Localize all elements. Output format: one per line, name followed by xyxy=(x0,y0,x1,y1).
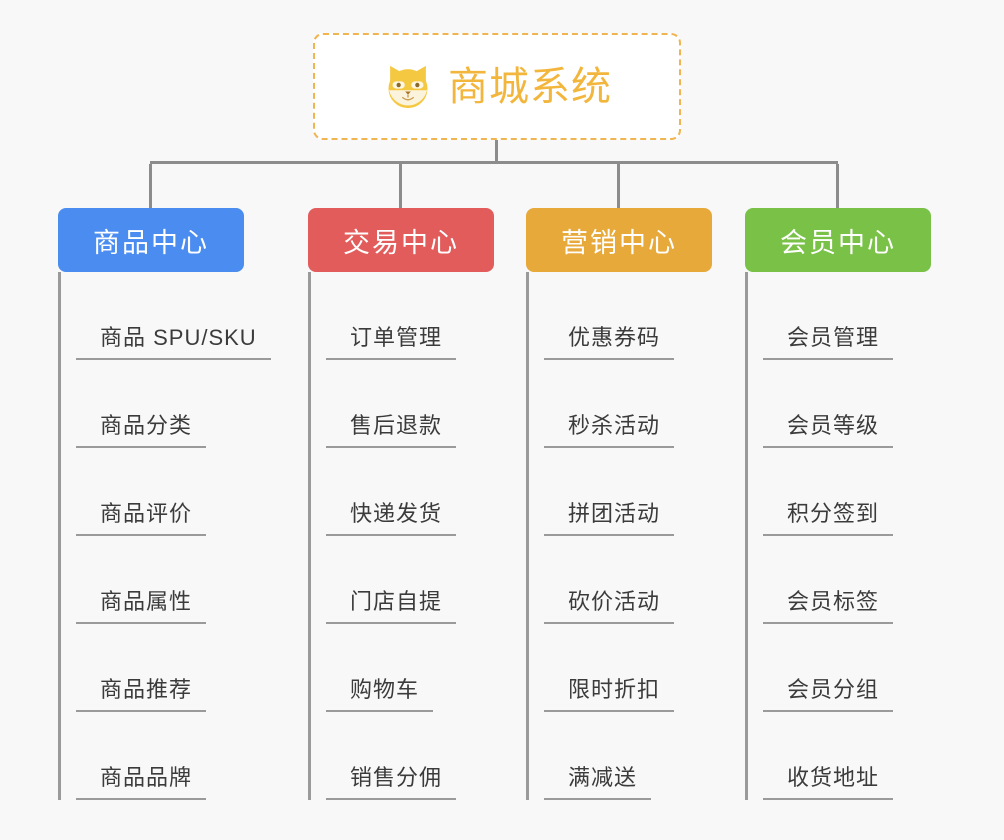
leaf-label: 快递发货 xyxy=(326,501,457,536)
list-item[interactable]: 会员等级 xyxy=(763,360,931,448)
list-item[interactable]: 售后退款 xyxy=(326,360,494,448)
branch-member-center: 会员中心 会员管理 会员等级 积分签到 会员标签 会员分组 收货地址 xyxy=(745,208,931,800)
leaf-label: 销售分佣 xyxy=(326,765,457,800)
leaf-label: 售后退款 xyxy=(326,413,457,448)
leaf-label: 砍价活动 xyxy=(544,589,675,624)
category-label: 会员中心 xyxy=(780,227,896,258)
leaf-label: 会员等级 xyxy=(763,413,894,448)
branch-trade-center: 交易中心 订单管理 售后退款 快递发货 门店自提 购物车 销售分佣 xyxy=(308,208,494,800)
category-header-trade-center[interactable]: 交易中心 xyxy=(308,208,494,272)
leaf-label: 商品推荐 xyxy=(76,677,207,712)
leaf-label: 满减送 xyxy=(544,765,652,800)
leaf-label: 会员标签 xyxy=(763,589,894,624)
leaf-label: 商品分类 xyxy=(76,413,207,448)
list-item[interactable]: 商品推荐 xyxy=(76,624,244,712)
list-item[interactable]: 会员管理 xyxy=(763,272,931,360)
category-label: 营销中心 xyxy=(561,227,677,258)
list-item[interactable]: 商品品牌 xyxy=(76,712,244,800)
category-label: 交易中心 xyxy=(343,227,459,258)
connector-stem-member-center xyxy=(836,164,839,210)
list-item[interactable]: 砍价活动 xyxy=(544,536,712,624)
connector-horizontal-bus xyxy=(150,161,838,164)
connector-stem-product-center xyxy=(149,164,152,210)
leaf-label: 收货地址 xyxy=(763,765,894,800)
leaf-label: 商品品牌 xyxy=(76,765,207,800)
leaf-list-member-center: 会员管理 会员等级 积分签到 会员标签 会员分组 收货地址 xyxy=(745,272,931,800)
list-item[interactable]: 快递发货 xyxy=(326,448,494,536)
list-item[interactable]: 购物车 xyxy=(326,624,494,712)
list-item[interactable]: 秒杀活动 xyxy=(544,360,712,448)
branch-product-center: 商品中心 商品 SPU/SKU 商品分类 商品评价 商品属性 商品推荐 商品品牌 xyxy=(58,208,271,800)
category-header-marketing-center[interactable]: 营销中心 xyxy=(526,208,712,272)
list-item[interactable]: 销售分佣 xyxy=(326,712,494,800)
list-item[interactable]: 积分签到 xyxy=(763,448,931,536)
leaf-label: 购物车 xyxy=(326,677,434,712)
category-header-product-center[interactable]: 商品中心 xyxy=(58,208,244,272)
list-item[interactable]: 限时折扣 xyxy=(544,624,712,712)
leaf-list-product-center: 商品 SPU/SKU 商品分类 商品评价 商品属性 商品推荐 商品品牌 xyxy=(58,272,271,800)
leaf-label: 会员管理 xyxy=(763,325,894,360)
category-header-member-center[interactable]: 会员中心 xyxy=(745,208,931,272)
leaf-label: 商品属性 xyxy=(76,589,207,624)
connector-stem-trade-center xyxy=(399,164,402,210)
leaf-list-trade-center: 订单管理 售后退款 快递发货 门店自提 购物车 销售分佣 xyxy=(308,272,494,800)
leaf-label: 秒杀活动 xyxy=(544,413,675,448)
list-item[interactable]: 收货地址 xyxy=(763,712,931,800)
list-item[interactable]: 商品评价 xyxy=(76,448,244,536)
list-item[interactable]: 订单管理 xyxy=(326,272,494,360)
category-label: 商品中心 xyxy=(93,227,209,258)
list-item[interactable]: 满减送 xyxy=(544,712,712,800)
list-item[interactable]: 商品 SPU/SKU xyxy=(76,272,271,360)
leaf-label: 积分签到 xyxy=(763,501,894,536)
list-item[interactable]: 门店自提 xyxy=(326,536,494,624)
root-node-mall-system[interactable]: 商城系统 xyxy=(313,33,681,140)
leaf-label: 订单管理 xyxy=(326,325,457,360)
shiba-dog-face-icon xyxy=(388,65,428,108)
list-item[interactable]: 拼团活动 xyxy=(544,448,712,536)
branch-marketing-center: 营销中心 优惠券码 秒杀活动 拼团活动 砍价活动 限时折扣 满减送 xyxy=(526,208,712,800)
list-item[interactable]: 会员分组 xyxy=(763,624,931,712)
leaf-list-marketing-center: 优惠券码 秒杀活动 拼团活动 砍价活动 限时折扣 满减送 xyxy=(526,272,712,800)
leaf-label: 拼团活动 xyxy=(544,501,675,536)
leaf-label: 会员分组 xyxy=(763,677,894,712)
leaf-label: 门店自提 xyxy=(326,589,457,624)
list-item[interactable]: 商品属性 xyxy=(76,536,244,624)
leaf-label: 商品 SPU/SKU xyxy=(76,325,271,360)
root-title: 商城系统 xyxy=(448,64,612,109)
leaf-label: 限时折扣 xyxy=(544,677,675,712)
connector-stem-marketing-center xyxy=(617,164,620,210)
leaf-label: 优惠券码 xyxy=(544,325,675,360)
leaf-label: 商品评价 xyxy=(76,501,207,536)
list-item[interactable]: 会员标签 xyxy=(763,536,931,624)
list-item[interactable]: 商品分类 xyxy=(76,360,244,448)
list-item[interactable]: 优惠券码 xyxy=(544,272,712,360)
connector-root-stem xyxy=(495,140,498,164)
